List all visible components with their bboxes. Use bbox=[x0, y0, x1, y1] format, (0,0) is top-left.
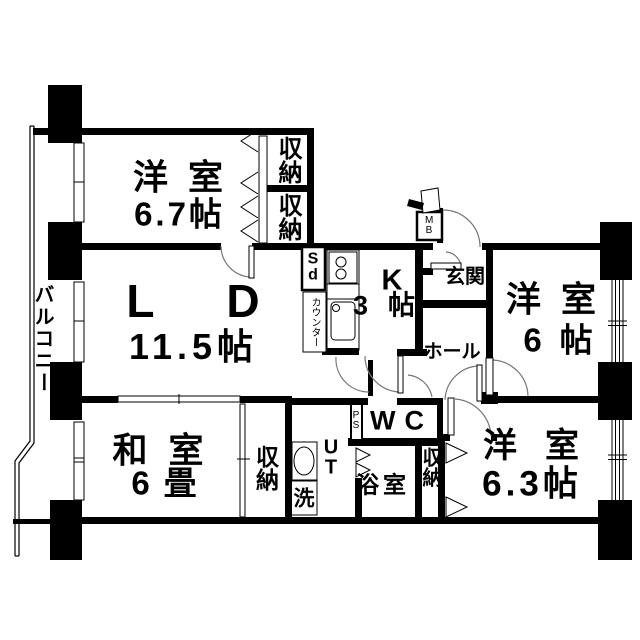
room-label-utility: UT bbox=[323, 436, 339, 479]
fixture-label-washer: 洗 bbox=[293, 487, 315, 511]
closet-door-marks bbox=[240, 129, 259, 243]
room-label-living: LD bbox=[126, 275, 332, 327]
room-size-living: 11.5帖 bbox=[128, 326, 259, 367]
vanity-washer bbox=[289, 441, 318, 516]
room-size-kitchen: 3帖 bbox=[352, 290, 436, 321]
kitchen-unit bbox=[326, 249, 360, 351]
right-windows bbox=[608, 280, 627, 500]
room-label-japanese: 和室 bbox=[112, 431, 225, 471]
door-arcs bbox=[220, 209, 529, 437]
room-label-kitchen: K bbox=[381, 264, 403, 297]
room-label-western2: 洋室 bbox=[505, 280, 617, 320]
counter-label: カウンター bbox=[309, 297, 320, 347]
room-size-japanese: 6畳 bbox=[131, 464, 211, 502]
room-size-western1: 6.7帖 bbox=[134, 195, 225, 233]
door-arc-entrance bbox=[442, 209, 481, 248]
room-size-western3: 6.3帖 bbox=[482, 464, 582, 504]
fixture-label-meter-box: MB bbox=[425, 214, 434, 236]
door-arc-hall-nook bbox=[444, 365, 481, 401]
closet-label-top2: 収納 bbox=[274, 193, 301, 241]
door-arc-western2 bbox=[491, 359, 529, 397]
room-label-bathroom: 浴室 bbox=[356, 471, 410, 498]
fixture-label-sink-unit: Sd bbox=[307, 250, 319, 284]
pipe-shaft-box bbox=[350, 403, 363, 441]
door-leaves bbox=[248, 245, 494, 436]
balcony-label: バルコニー bbox=[31, 284, 53, 394]
room-label-western1: 洋室 bbox=[132, 158, 244, 198]
closet-label-western3: 収納 bbox=[419, 447, 441, 487]
room-label-hall: ホール bbox=[423, 341, 481, 363]
door-arc-wc bbox=[407, 374, 433, 398]
room-size-western2: 6帖 bbox=[523, 321, 611, 359]
door-arc-western3 bbox=[454, 398, 492, 437]
balcony-rail bbox=[14, 125, 35, 557]
door-arc-ld-hall bbox=[364, 355, 402, 393]
room-label-toilet: WC bbox=[370, 405, 433, 436]
room-label-western3: 洋室 bbox=[483, 427, 607, 465]
walls bbox=[13, 128, 608, 524]
meter-box-door bbox=[407, 187, 441, 214]
counter-box bbox=[302, 291, 327, 353]
closet-label-japanese: 収納 bbox=[252, 445, 279, 491]
closet-label-top1: 収納 bbox=[274, 136, 301, 184]
sink-unit-box bbox=[300, 245, 327, 292]
room-label-entrance: 玄関 bbox=[445, 266, 485, 288]
door-arc-western1 bbox=[220, 245, 253, 278]
sliding-doors bbox=[117, 135, 268, 518]
windows bbox=[73, 142, 85, 501]
door-arc-ld-hall-left bbox=[335, 356, 370, 393]
fixture-label-pipe-shaft: PS bbox=[352, 409, 360, 431]
pillars bbox=[48, 85, 632, 560]
folding-door-triangles bbox=[355, 442, 469, 518]
